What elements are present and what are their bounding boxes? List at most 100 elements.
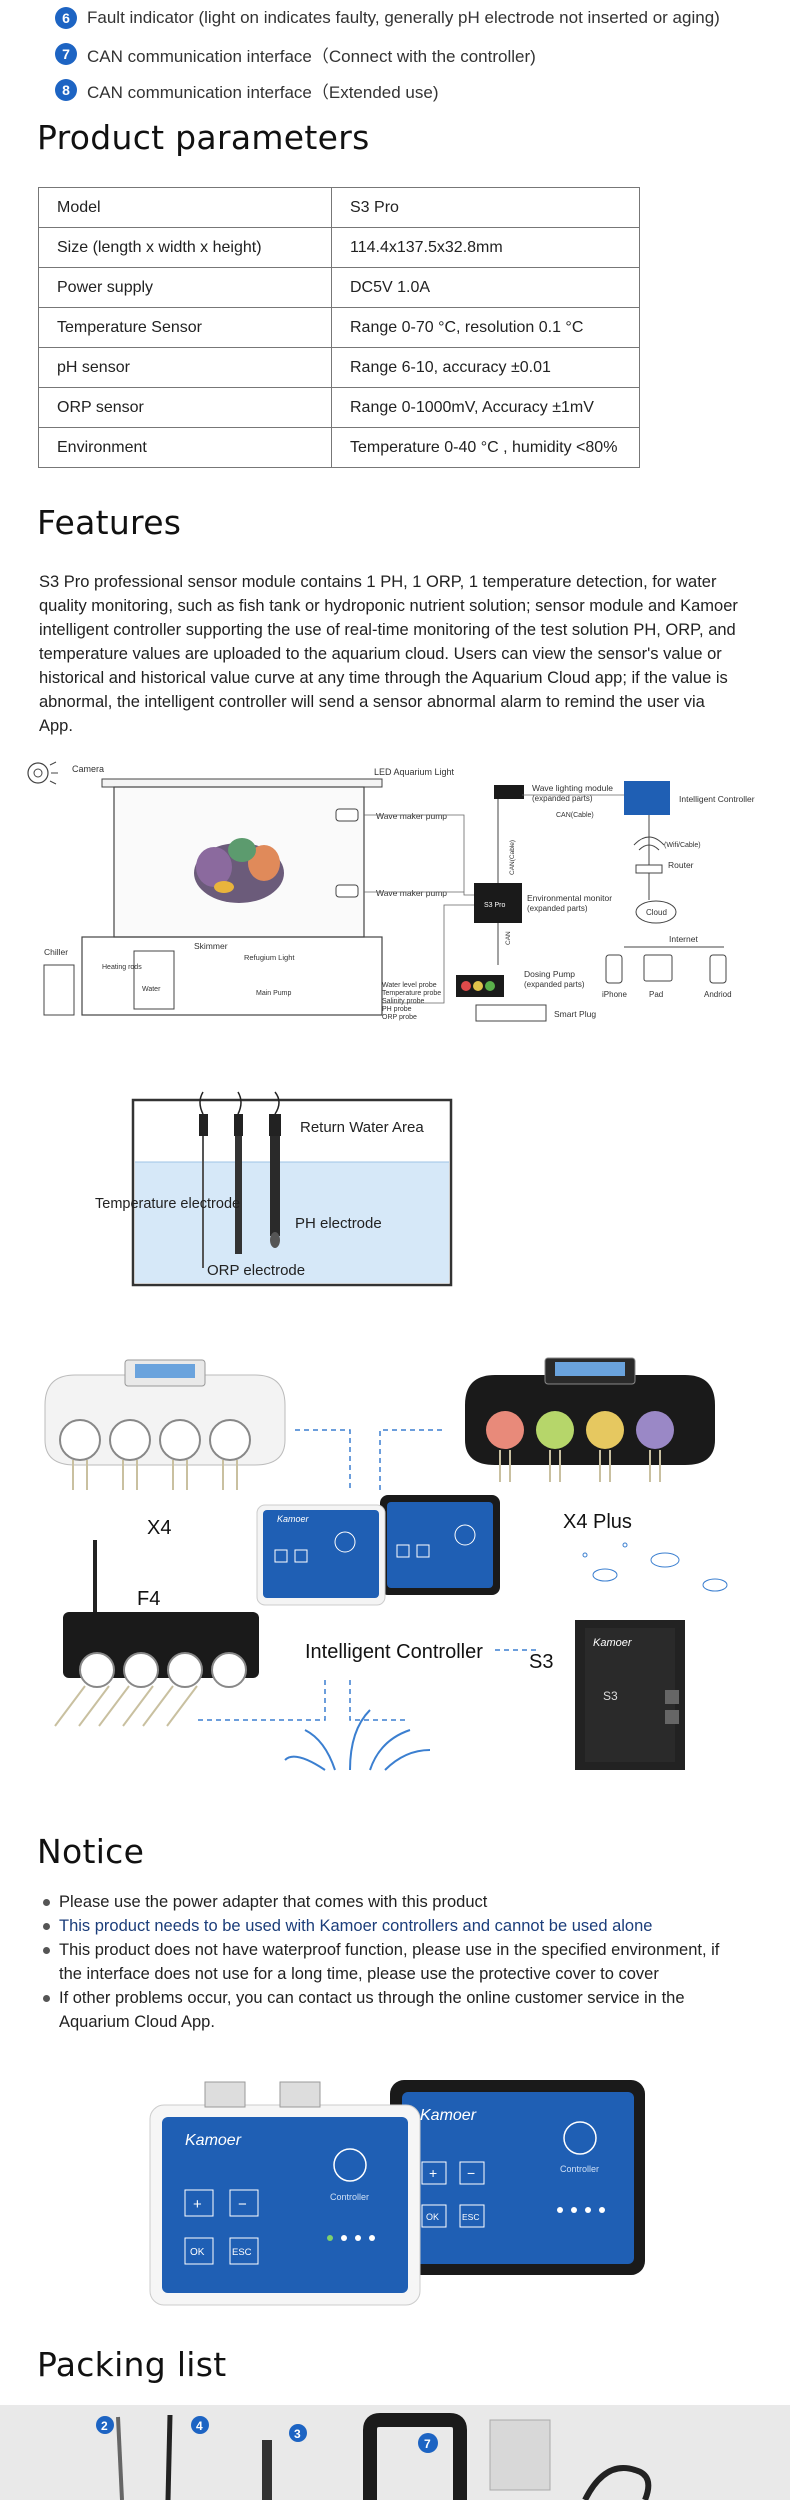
cloud-icon bbox=[635, 900, 677, 924]
temperature-electrode-label: Temperature electrode bbox=[95, 1196, 240, 1212]
indicator-number: 6 bbox=[55, 7, 77, 29]
smart-plug-device bbox=[475, 1004, 547, 1022]
packing-badge: 7 bbox=[424, 2437, 431, 2451]
table-row: Size (length x width x height)114.4x137.… bbox=[38, 227, 640, 268]
sump bbox=[81, 936, 383, 1016]
ph-electrode-label: PH electrode bbox=[295, 1215, 382, 1232]
can-cable-vertical: CAN(Cable) bbox=[509, 840, 516, 875]
coral-doodle bbox=[284, 1709, 431, 1771]
skimmer-label: Skimmer bbox=[194, 941, 228, 951]
cloud-icon bbox=[563, 2121, 597, 2155]
indicator-list: 6 Fault indicator (light on indicates fa… bbox=[55, 0, 755, 108]
indicator-item: 7 CAN communication interface（Connect wi… bbox=[55, 36, 755, 72]
packing-badge: 3 bbox=[294, 2427, 301, 2441]
chiller bbox=[43, 964, 75, 1016]
plus-key bbox=[184, 2189, 214, 2217]
cloud-label: Cloud bbox=[646, 908, 667, 917]
probe-label: Water level probe bbox=[382, 982, 437, 989]
cloud-icon bbox=[333, 2148, 367, 2182]
router-label: Router bbox=[668, 860, 694, 870]
status-leds bbox=[557, 2207, 605, 2213]
wave-pump-label-2: Wave maker pump bbox=[376, 888, 447, 898]
intelligent-controller-label: Intelligent Controller bbox=[679, 794, 755, 804]
ph-electrode-icon bbox=[269, 1091, 281, 1248]
probe-label: Temperature probe bbox=[382, 990, 441, 997]
black-controller-brand: Kamoer bbox=[420, 2107, 477, 2124]
dosing-sub: (expanded parts) bbox=[524, 980, 585, 989]
packing-items: 2 4 3 7 bbox=[96, 2413, 652, 2500]
chiller-label: Chiller bbox=[44, 947, 68, 957]
internet-label: Internet bbox=[669, 934, 698, 944]
camera-icon bbox=[27, 761, 58, 785]
wave-module-device bbox=[494, 785, 524, 799]
probe-label: Salinity probe bbox=[382, 998, 425, 1005]
orp-electrode-label: ORP electrode bbox=[207, 1262, 305, 1279]
param-label: pH sensor bbox=[38, 347, 332, 388]
water-label: Water bbox=[142, 986, 161, 993]
can-cable-label: CAN(Cable) bbox=[556, 812, 594, 819]
android-label: Andriod bbox=[704, 990, 732, 999]
minus-key-label: − bbox=[238, 2196, 247, 2213]
plus-key bbox=[421, 2161, 447, 2185]
indicator-text: CAN communication interface（Connect with… bbox=[87, 46, 536, 66]
iphone-icon bbox=[605, 954, 623, 984]
led-light bbox=[101, 778, 383, 788]
param-label: ORP sensor bbox=[38, 387, 332, 428]
ok-key bbox=[421, 2204, 447, 2228]
x4-label: X4 bbox=[147, 1517, 171, 1539]
wave-pump-1 bbox=[335, 808, 359, 822]
smart-plug-label: Smart Plug bbox=[554, 1009, 596, 1019]
intelligent-controller-label: Intelligent Controller bbox=[305, 1641, 483, 1663]
s3-label: S3 bbox=[529, 1651, 553, 1673]
led-label: LED Aquarium Light bbox=[374, 767, 455, 777]
x4-plus-label: X4 Plus bbox=[563, 1511, 632, 1533]
orp-electrode-icon bbox=[234, 1091, 243, 1254]
plus-key-label: + bbox=[429, 2165, 437, 2181]
esc-key-label: ESC bbox=[232, 2247, 252, 2258]
white-controller-brand: Kamoer bbox=[185, 2132, 242, 2149]
black-controller-label: Controller bbox=[560, 2164, 599, 2174]
features-paragraph: S3 Pro professional sensor module contai… bbox=[39, 573, 738, 735]
controller-brand-label: Kamoer bbox=[277, 1514, 310, 1524]
controller-pair bbox=[256, 1495, 500, 1606]
wave-pump-2 bbox=[335, 884, 359, 898]
param-value: Temperature 0-40 °C , humidity <80% bbox=[331, 427, 640, 468]
wave-module-label: Wave lighting module bbox=[532, 783, 613, 793]
x4-plus-pump bbox=[465, 1357, 715, 1482]
s3-device bbox=[575, 1620, 685, 1770]
ok-key-label: OK bbox=[426, 2212, 439, 2222]
param-label: Temperature Sensor bbox=[38, 307, 332, 348]
param-label: Size (length x width x height) bbox=[38, 227, 332, 268]
param-value: 114.4x137.5x32.8mm bbox=[331, 227, 640, 268]
packing-badge: 4 bbox=[196, 2419, 203, 2433]
indicator-text: CAN communication interface（Extended use… bbox=[87, 82, 439, 102]
probe-label: PH probe bbox=[382, 1006, 412, 1013]
param-label: Model bbox=[38, 187, 332, 228]
skimmer bbox=[133, 950, 175, 1010]
heating-label: Heating rods bbox=[102, 964, 142, 971]
pad-icon bbox=[643, 954, 673, 982]
param-label: Environment bbox=[38, 427, 332, 468]
param-value: Range 0-1000mV, Accuracy ±1mV bbox=[331, 387, 640, 428]
indicator-item: 6 Fault indicator (light on indicates fa… bbox=[55, 0, 755, 36]
indicator-number: 7 bbox=[55, 43, 77, 65]
notice-heading: Notice bbox=[37, 1832, 145, 1871]
packing-badge: 2 bbox=[101, 2419, 108, 2433]
list-item: Please use the power adapter that comes … bbox=[43, 1890, 743, 1914]
params-heading: Product parameters bbox=[37, 118, 370, 157]
env-monitor-sub: (expanded parts) bbox=[527, 904, 588, 913]
wave-pump-label-1: Wave maker pump bbox=[376, 811, 447, 821]
camera-label: Camera bbox=[72, 764, 104, 774]
s3-device-label: S3 bbox=[603, 1689, 618, 1703]
intelligent-controller-device bbox=[624, 781, 670, 815]
f4-pump bbox=[54, 1540, 259, 1727]
minus-key-label: − bbox=[467, 2165, 475, 2181]
main-pump-label: Main Pump bbox=[256, 990, 292, 997]
x4-pump bbox=[44, 1359, 286, 1490]
fish-doodles bbox=[582, 1542, 728, 1592]
